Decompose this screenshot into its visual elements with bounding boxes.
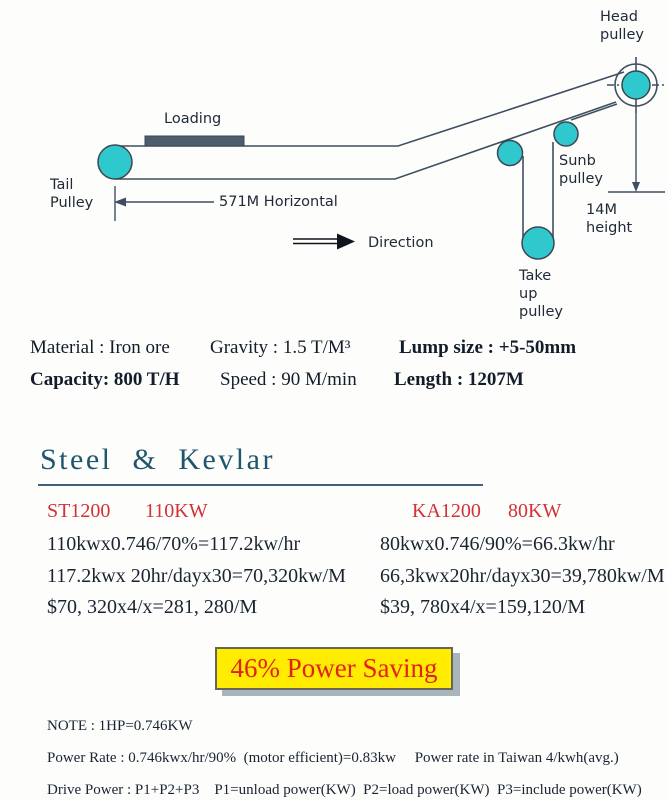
right-calc-line-1: 80kwx0.746/90%=66.3kw/hr [380, 533, 615, 555]
conveyor-diagram [97, 57, 666, 260]
spec-material: Material : Iron ore [30, 337, 170, 358]
spec-length: Length : 1207M [394, 369, 524, 390]
spec-gravity: Gravity : 1.5 T/M³ [210, 337, 351, 358]
left-model-label: ST1200 [47, 500, 111, 522]
takeup-pulley-shape [521, 226, 555, 260]
note-line: NOTE : 1HP=0.746KW [47, 718, 193, 734]
drive-power-line: Drive Power : P1+P2+P3 P1=unload power(K… [47, 782, 642, 798]
head-pulley-label: Head pulley [600, 9, 644, 43]
tail-pulley-shape [97, 144, 133, 180]
horizontal-arrowhead [114, 197, 126, 207]
left-calc-line-2: 117.2kwx 20hr/dayx30=70,320kw/M [47, 565, 346, 587]
head-pulley-shape [621, 70, 651, 100]
power-rate-line: Power Rate : 0.746kwx/hr/90% (motor effi… [47, 750, 619, 766]
spec-speed: Speed : 90 M/min [220, 369, 357, 390]
section-title: Steel & Kevlar [40, 443, 275, 476]
left-calc-line-3: $70, 320x4/x=281, 280/M [47, 596, 258, 618]
loading-label: Loading [164, 111, 222, 127]
left-calc-line-1: 110kwx0.746/70%=117.2kw/hr [47, 533, 301, 555]
return-belt-line [570, 103, 618, 121]
belt-bottom-line [115, 101, 617, 180]
height-arrowhead [632, 182, 640, 192]
right-calc-line-2: 66,3kwx20hr/dayx30=39,780kw/M [380, 565, 665, 587]
spec-capacity: Capacity: 800 T/H [30, 369, 180, 390]
right-model-label: KA1200 [412, 500, 481, 522]
horizontal-dim-label: 571M Horizontal [219, 194, 338, 210]
loading-bar [144, 135, 245, 147]
height-dim-label: 14M height [586, 202, 633, 236]
direction-arrowhead [337, 233, 355, 250]
left-power-label: 110KW [145, 500, 208, 522]
direction-label: Direction [368, 235, 434, 251]
section-title-underline [38, 484, 483, 486]
snub-pulley-1-shape [496, 139, 524, 167]
sunb-pulley-label: Sunb pulley [559, 153, 603, 187]
power-saving-text: 46% Power Saving [230, 653, 438, 683]
right-power-label: 80KW [508, 500, 562, 522]
power-saving-banner: 46% Power Saving [215, 647, 453, 690]
snub-pulley-2-shape [553, 121, 579, 147]
spec-lump-size: Lump size : +5-50mm [399, 337, 577, 358]
takeup-pulley-label: Take up pulley [519, 268, 563, 320]
tail-pulley-label: Tail Pulley [50, 177, 94, 211]
right-calc-line-3: $39, 780x4/x=159,120/M [380, 596, 586, 618]
belt-top-line [115, 71, 625, 147]
